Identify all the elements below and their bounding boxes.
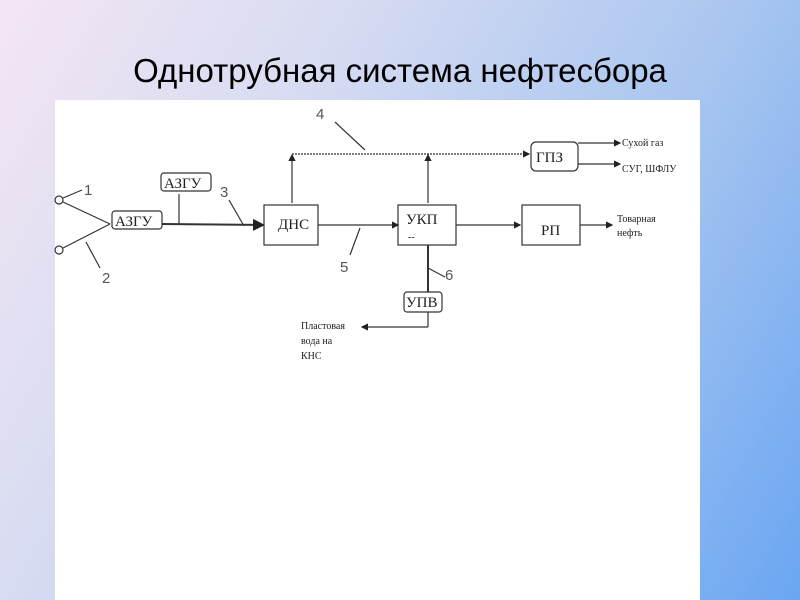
slide-title: Однотрубная система нефтесбора <box>133 52 667 89</box>
upv-box <box>403 291 443 313</box>
oil-label-1: Товарная <box>617 214 656 225</box>
ukp-box <box>397 204 457 246</box>
water-label-1: Пластовая <box>301 321 345 332</box>
water-label-2: вода на <box>301 336 333 347</box>
azgu-label-2: АЗГУ <box>164 176 202 192</box>
number-2: 2 <box>102 270 110 287</box>
ukp-sub-label: -- <box>408 232 415 243</box>
number-6: 6 <box>445 267 453 284</box>
well-1 <box>54 195 64 205</box>
number-1: 1 <box>84 182 92 199</box>
dns-label: ДНС <box>278 217 309 233</box>
number-3: 3 <box>220 184 228 201</box>
well-2 <box>54 245 64 255</box>
gpz-label: ГПЗ <box>536 150 563 166</box>
oil-label-2: нефть <box>617 228 643 239</box>
rp-box <box>521 204 581 246</box>
number-5: 5 <box>340 259 348 276</box>
upv-label: УПВ <box>406 295 437 311</box>
ukp-label: УКП <box>406 212 438 228</box>
azgu-label-1: АЗГУ <box>115 214 153 230</box>
dry-gas-label: Сухой газ <box>622 138 663 149</box>
water-label-3: КНС <box>301 351 322 362</box>
gpz-box <box>530 141 579 172</box>
azgu-box-2 <box>160 172 212 192</box>
diagram-panel <box>55 100 700 600</box>
number-4: 4 <box>316 106 324 123</box>
azgu-box-1 <box>111 210 163 230</box>
dns-box <box>263 204 319 246</box>
sug-label: СУГ, ШФЛУ <box>622 164 677 175</box>
rp-label: РП <box>541 223 560 239</box>
